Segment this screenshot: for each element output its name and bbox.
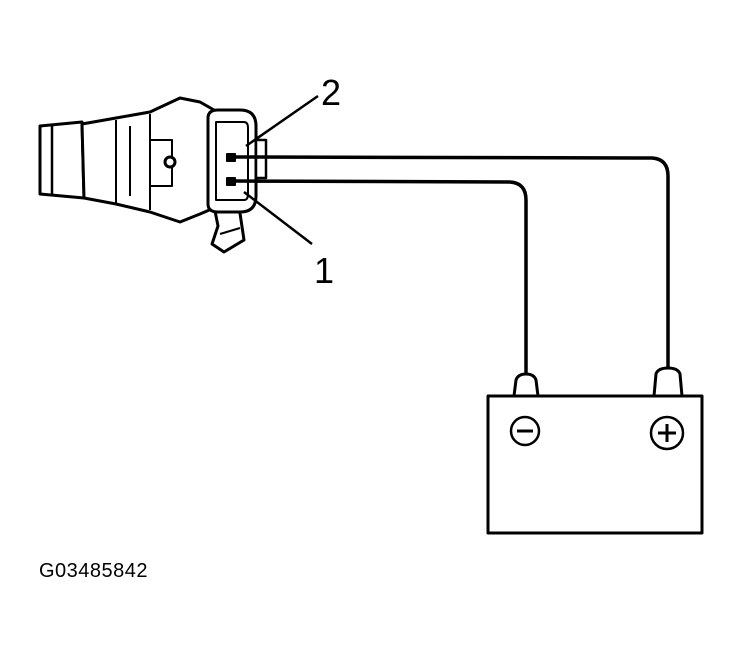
wire-terminal-1-to-negative	[234, 179, 528, 380]
battery-positive-terminal	[652, 366, 684, 398]
injector-body	[80, 96, 216, 224]
connector-terminal-2	[226, 153, 236, 162]
callout-label-2: 2	[321, 72, 341, 113]
battery-negative-terminal	[512, 372, 540, 398]
figure-id: G03485842	[39, 560, 149, 582]
callout-2-leader	[245, 94, 319, 148]
injector-nozzle	[38, 120, 86, 200]
jumper-wires	[234, 155, 670, 380]
callout-leaders	[243, 94, 319, 245]
connector-terminal-1	[226, 177, 236, 186]
callout-label-1: 1	[314, 250, 334, 291]
fuel-injector	[38, 96, 268, 254]
wire-terminal-2-to-positive	[234, 155, 670, 374]
mounting-hole	[163, 155, 177, 169]
callout-1-leader	[243, 191, 313, 245]
battery	[486, 366, 704, 535]
connector-pins	[226, 153, 236, 186]
